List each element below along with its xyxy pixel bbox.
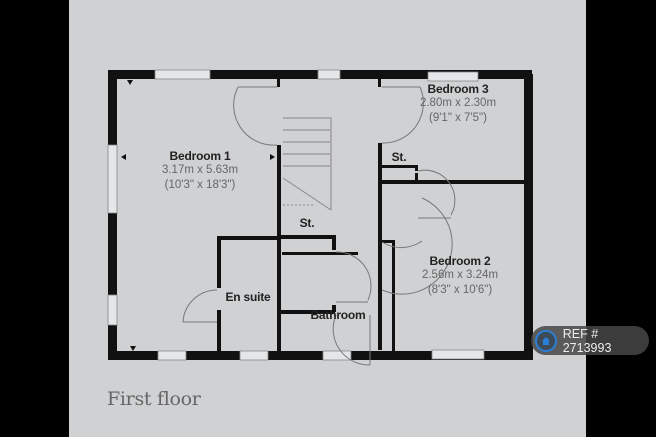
bottom-wall: [108, 351, 533, 360]
room-metric-dims: 2.56m x 3.24m: [421, 269, 499, 281]
room-metric-dims: 3.17m x 5.63m: [161, 164, 239, 176]
reference-badge: REF # 2713993: [531, 326, 649, 355]
window: [157, 350, 187, 361]
room-storage-bedroom3: St.: [384, 150, 414, 164]
room-imperial-dims: (10'3" x 18'3"): [164, 179, 236, 191]
window: [154, 69, 211, 80]
reference-number: REF # 2713993: [562, 326, 612, 355]
room-name: Bedroom 2: [429, 254, 491, 268]
room-bedroom-1: Bedroom 1 3.17m x 5.63m (10'3" x 18'3"): [130, 149, 270, 193]
room-name: St.: [391, 150, 407, 164]
window: [107, 144, 118, 214]
room-bedroom-3: Bedroom 3 2.80m x 2.30m (9'1" x 7'5"): [393, 82, 523, 126]
floor-caption: First floor: [107, 388, 201, 410]
window: [431, 349, 485, 360]
room-name: En suite: [225, 290, 271, 304]
room-en-suite: En suite: [220, 290, 276, 304]
window: [322, 350, 352, 361]
right-wall: [524, 74, 533, 357]
room-name: Bedroom 3: [427, 82, 489, 96]
room-imperial-dims: (8'3" x 10'6"): [427, 284, 493, 296]
window: [427, 71, 479, 82]
room-name: St.: [299, 216, 315, 230]
room-storage-hall: St.: [292, 216, 322, 230]
home-icon: [535, 329, 557, 352]
room-bathroom: Bathroom: [298, 308, 378, 322]
room-bedroom-2: Bedroom 2 2.56m x 3.24m (8'3" x 10'6"): [395, 254, 525, 298]
room-metric-dims: 2.80m x 2.30m: [419, 97, 497, 109]
window: [317, 69, 341, 80]
room-name: Bedroom 1: [169, 149, 231, 163]
room-imperial-dims: (9'1" x 7'5"): [429, 112, 487, 124]
window: [107, 294, 118, 326]
left-wall: [108, 70, 117, 360]
room-name: Bathroom: [310, 308, 366, 322]
window: [239, 350, 269, 361]
